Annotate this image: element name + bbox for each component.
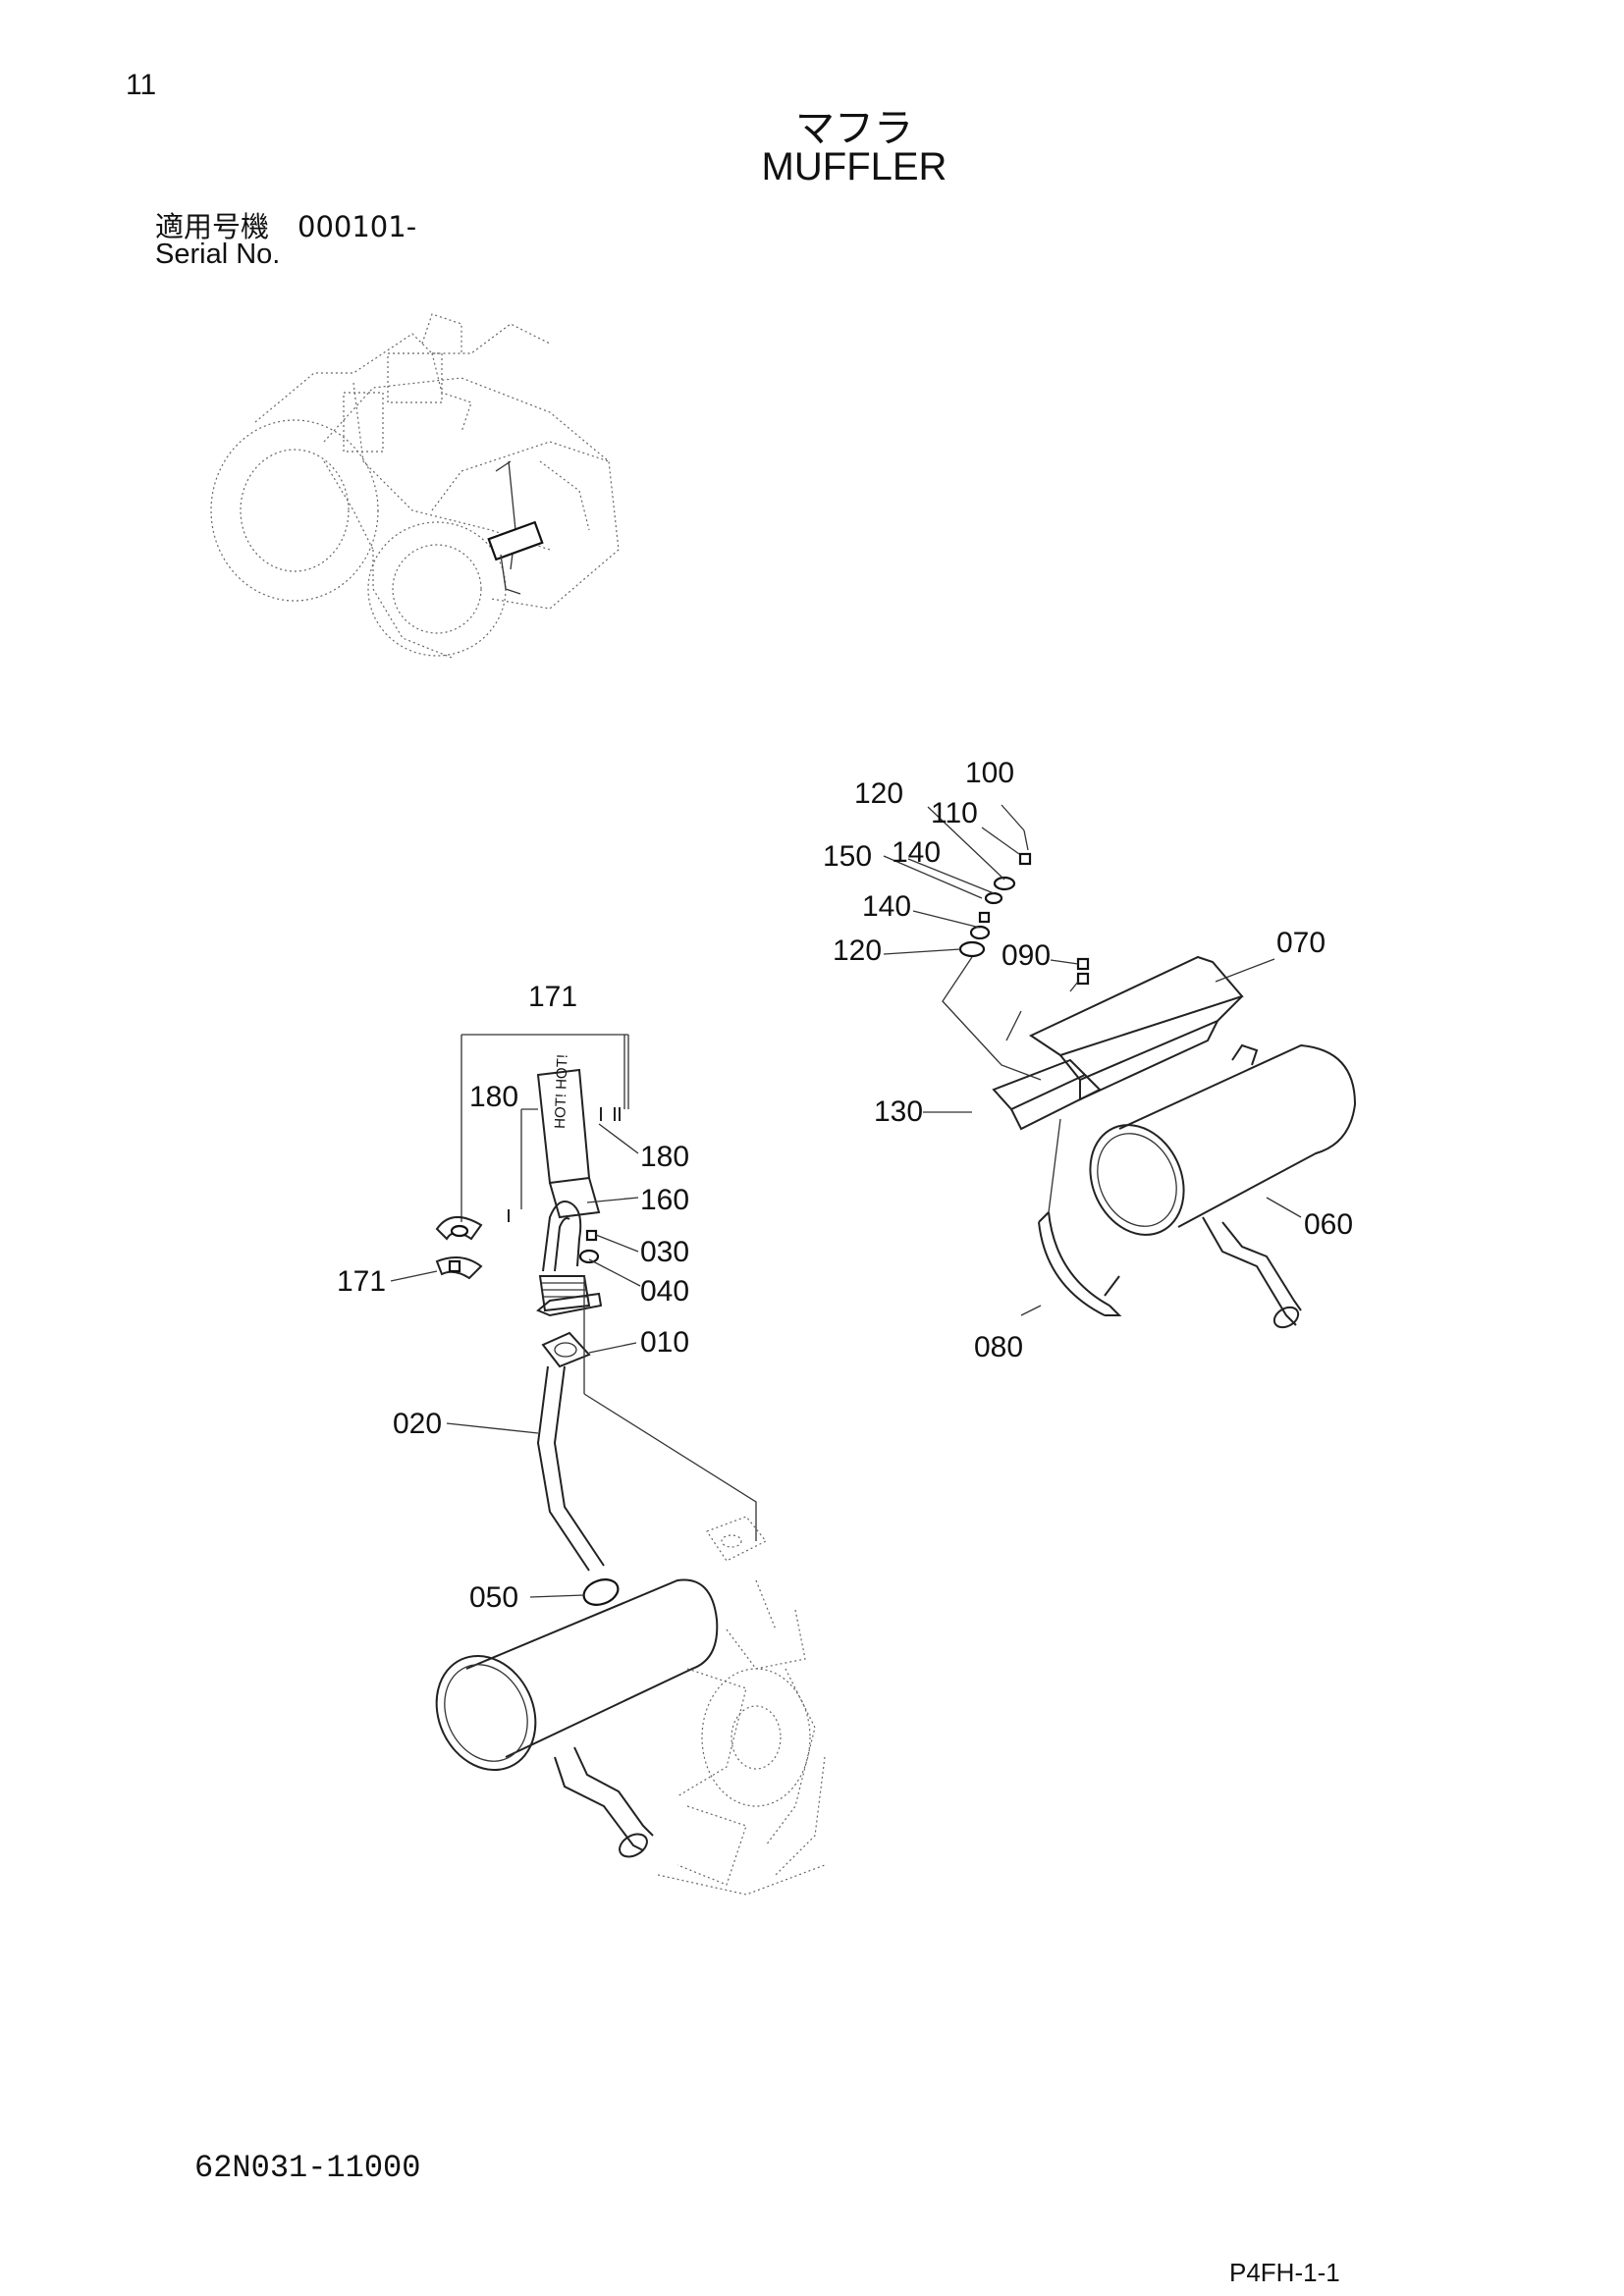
part-label-150: 150 <box>823 840 872 873</box>
hot-warning-decal: HOT! HOT! <box>552 1054 571 1129</box>
part-label-140: 140 <box>862 890 911 923</box>
part-label-120-top: 120 <box>854 777 903 810</box>
part-label-090: 090 <box>1001 939 1051 972</box>
page-title-japanese: マフラ <box>795 106 913 151</box>
part-label-020: 020 <box>393 1408 442 1440</box>
part-label-040: 040 <box>640 1275 689 1308</box>
tractor-overview-illustration <box>210 313 620 659</box>
part-label-171-top: 171 <box>528 981 577 1013</box>
part-label-080: 080 <box>974 1331 1023 1363</box>
part-label-140-top: 140 <box>892 836 941 869</box>
page-number: 11 <box>126 69 157 101</box>
page-title: MUFFLER <box>761 145 947 188</box>
part-label-120: 120 <box>833 934 882 967</box>
serial-range-label: 適用号機 000101- <box>155 210 417 243</box>
drawing-number: 62N031-11000 <box>194 2150 421 2186</box>
part-label-171: 171 <box>337 1265 386 1298</box>
part-label-180-right: 180 <box>640 1141 689 1173</box>
leader-lines <box>390 804 1302 1598</box>
part-label-070: 070 <box>1276 927 1326 959</box>
muffler-assembly-left: HOT! HOT! <box>435 1034 826 1896</box>
part-label-050: 050 <box>469 1581 518 1614</box>
serial-number-label: Serial No. <box>155 239 281 270</box>
part-label-180-left: 180 <box>469 1081 518 1113</box>
muffler-assembly-right <box>958 829 1357 1329</box>
part-label-110: 110 <box>931 797 978 829</box>
part-label-130: 130 <box>874 1095 923 1128</box>
part-number-labels: 100 120 110 150 140 140 120 090 070 130 … <box>337 757 1353 1614</box>
part-label-160: 160 <box>640 1184 689 1216</box>
part-label-010: 010 <box>640 1326 689 1359</box>
part-label-030: 030 <box>640 1236 689 1268</box>
part-label-060: 060 <box>1304 1208 1353 1241</box>
page-code: P4FH-1-1 <box>1229 2258 1340 2287</box>
part-label-100: 100 <box>965 757 1014 789</box>
